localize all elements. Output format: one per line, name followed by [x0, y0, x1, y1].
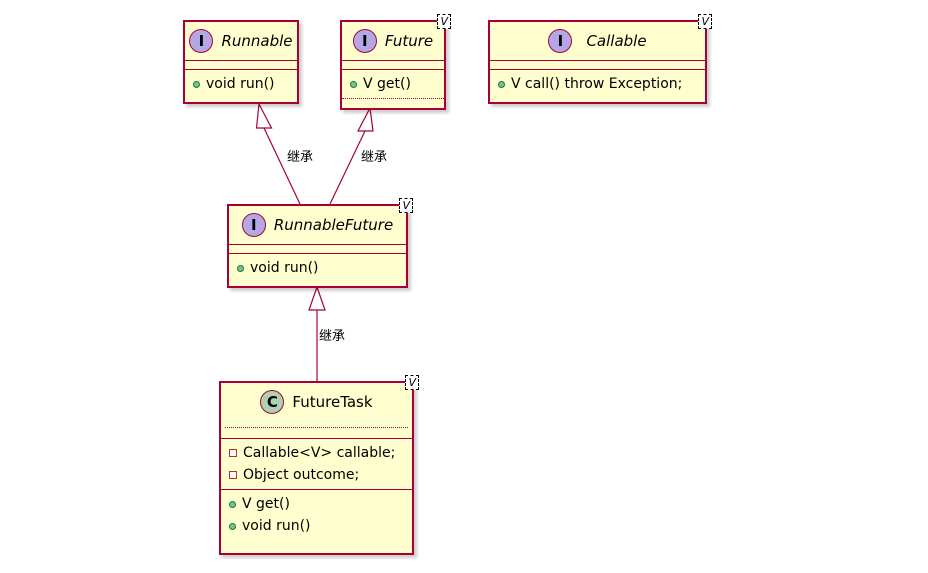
dotted-divider [342, 98, 444, 99]
callable-fields [490, 61, 705, 69]
interface-icon: I [548, 29, 573, 53]
public-method-icon [229, 500, 236, 508]
divider [221, 489, 412, 490]
runnablefuture-fields [229, 245, 406, 253]
generic-param-badge: V [399, 198, 413, 213]
divider [490, 69, 705, 70]
field-row: Callable<V> callable; [229, 442, 404, 464]
method-row: void run() [229, 515, 404, 537]
field-signature: Callable<V> callable; [243, 445, 396, 461]
private-field-icon [229, 471, 237, 479]
runnable-header: I Runnable [185, 22, 297, 60]
callable-header: I Callable V [490, 14, 712, 60]
class-icon: C [260, 390, 285, 414]
interface-icon: I [352, 29, 377, 53]
method-row: void run() [193, 73, 289, 95]
public-method-icon [237, 264, 244, 272]
runnablefuture-interface: I RunnableFuture V void run() [227, 198, 413, 288]
callable-methods: V call() throw Exception; [490, 70, 705, 98]
edge-runnable-runnablefuture [263, 127, 301, 205]
runnablefuture-header: I RunnableFuture V [229, 198, 413, 244]
divider [342, 60, 444, 61]
public-method-icon [229, 522, 236, 530]
method-row: V get() [350, 73, 436, 95]
divider [342, 69, 444, 70]
futuretask-fields: Callable<V> callable; Object outcome; [221, 439, 412, 489]
future-header: I Future V [342, 14, 451, 60]
interface-icon: I [189, 29, 214, 53]
divider [221, 438, 412, 439]
field-signature: Object outcome; [243, 467, 360, 483]
divider [185, 69, 297, 70]
divider [229, 253, 406, 254]
futuretask-class: C FutureTask V Callable<V> callable; Obj… [219, 375, 419, 555]
method-row: void run() [237, 257, 398, 279]
runnable-interface: I Runnable void run() [183, 20, 299, 104]
public-method-icon [350, 80, 357, 88]
runnablefuture-name: RunnableFuture [273, 216, 394, 234]
field-row: Object outcome; [229, 464, 404, 486]
generic-param-badge: V [437, 14, 451, 29]
edge-label-future: 继承 [361, 150, 388, 165]
futuretask-methods: V get() void run() [221, 490, 412, 540]
callable-interface: I Callable V V call() throw Exception; [488, 14, 712, 104]
method-signature: void run() [242, 518, 311, 534]
arrowhead-runnable [255, 101, 273, 129]
runnablefuture-methods: void run() [229, 254, 406, 282]
method-row: V call() throw Exception; [498, 73, 697, 95]
method-signature: V get() [242, 496, 290, 512]
generic-param-badge: V [698, 14, 712, 29]
future-fields [342, 61, 444, 69]
public-method-icon [498, 80, 505, 88]
method-signature: void run() [250, 260, 319, 276]
private-field-icon [229, 449, 237, 457]
divider [229, 244, 406, 245]
future-methods: V get() [342, 70, 444, 98]
method-signature: V call() throw Exception; [511, 76, 683, 92]
public-method-icon [193, 80, 200, 88]
edge-label-runnablefuture: 继承 [319, 329, 346, 344]
interface-icon: I [241, 213, 266, 237]
method-row: V get() [229, 493, 404, 515]
edge-future-runnablefuture [329, 130, 366, 205]
method-signature: V get() [363, 76, 411, 92]
arrowhead-runnablefuture [308, 285, 326, 311]
future-name: Future [384, 32, 434, 50]
runnable-name: Runnable [221, 32, 293, 50]
runnable-methods: void run() [185, 70, 297, 98]
generic-param-badge: V [405, 375, 419, 390]
arrowhead-future [357, 106, 374, 132]
future-interface: I Future V V get() [340, 14, 451, 110]
edge-label-runnable: 继承 [287, 150, 314, 165]
method-signature: void run() [206, 76, 275, 92]
dotted-divider [225, 427, 408, 428]
futuretask-name: FutureTask [292, 393, 373, 411]
callable-name: Callable [586, 32, 647, 50]
futuretask-header: C FutureTask V [221, 375, 419, 421]
divider [490, 60, 705, 61]
runnable-fields [185, 61, 297, 69]
divider [185, 60, 297, 61]
